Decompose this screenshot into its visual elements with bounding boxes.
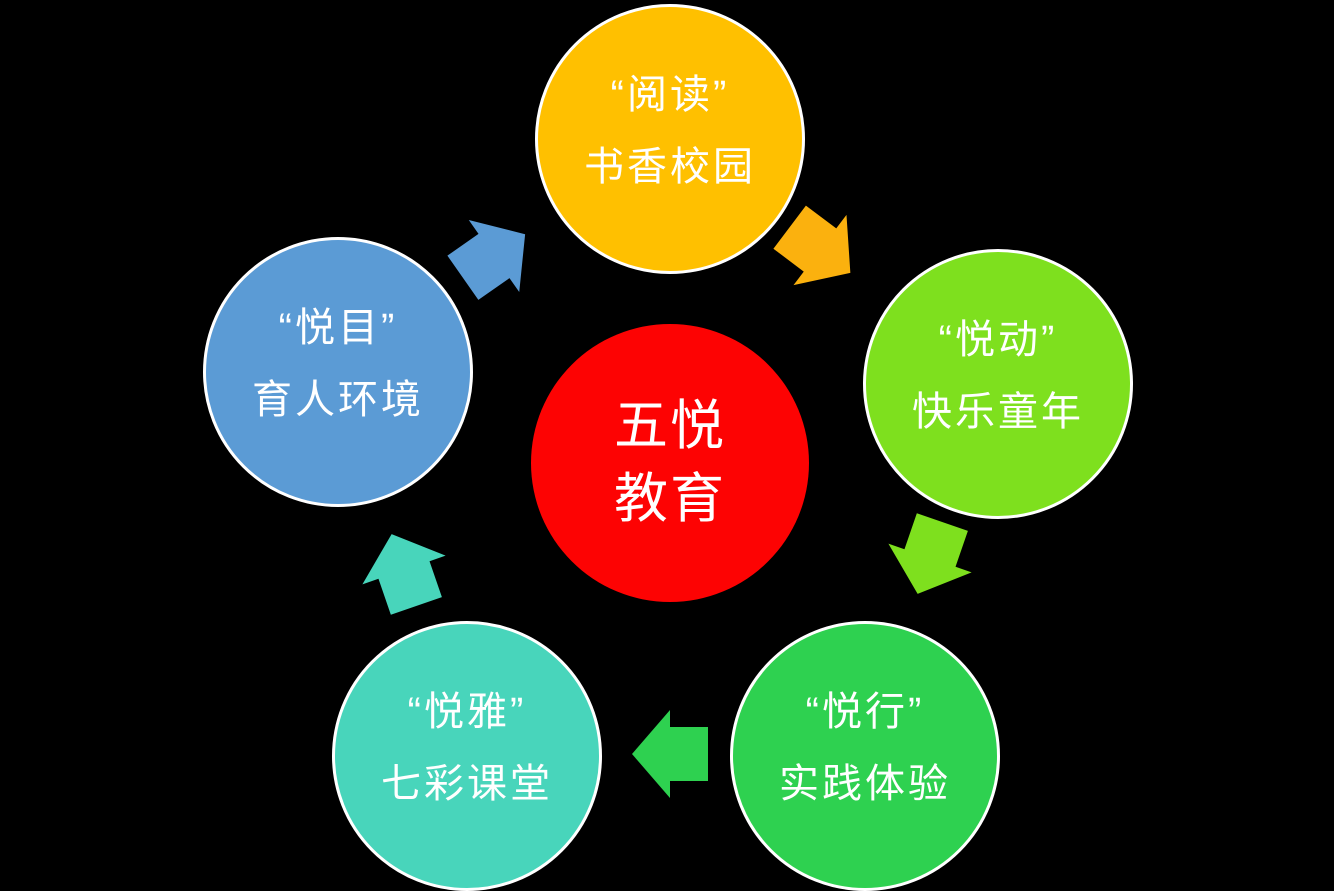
node-yuexing-subtitle: 实践体验: [779, 762, 951, 806]
node-yuexing-term: “悦行”: [805, 690, 925, 734]
node-yuexing-label: “悦行” 实践体验: [779, 690, 951, 806]
node-yuedong-subtitle: 快乐童年: [912, 390, 1084, 434]
node-yueya-label: “悦雅” 七彩课堂: [381, 690, 553, 806]
node-yuexing: “悦行” 实践体验: [730, 621, 1000, 891]
block-arrow-up-left-icon: [362, 534, 446, 615]
node-yueya-term: “悦雅”: [407, 690, 527, 734]
node-reading-label: “阅读” 书香校园: [584, 73, 756, 189]
block-arrow-down-right-icon: [773, 205, 851, 286]
block-arrow-left-icon: [632, 710, 708, 798]
center-node-wuyue-jiaoyu: 五悦 教育: [531, 324, 809, 602]
node-yuemu-subtitle: 育人环境: [252, 378, 424, 422]
node-yuemu-term: “悦目”: [278, 306, 398, 350]
block-arrow-up-right-icon: [447, 219, 526, 300]
node-reading: “阅读” 书香校园: [535, 4, 805, 274]
node-yuemu-label: “悦目” 育人环境: [252, 306, 424, 422]
node-yuedong-label: “悦动” 快乐童年: [912, 318, 1084, 434]
center-node-label: 五悦 教育: [614, 395, 726, 530]
node-yuedong-term: “悦动”: [938, 318, 1058, 362]
node-yuedong: “悦动” 快乐童年: [863, 249, 1133, 519]
block-arrow-down-left-icon: [888, 513, 972, 594]
center-node-line1: 五悦: [614, 395, 726, 456]
node-yuemu: “悦目” 育人环境: [203, 237, 473, 507]
node-yueya: “悦雅” 七彩课堂: [332, 621, 602, 891]
node-reading-term: “阅读”: [610, 73, 730, 117]
node-reading-subtitle: 书香校园: [584, 145, 756, 189]
center-node-line2: 教育: [614, 469, 726, 529]
node-yueya-subtitle: 七彩课堂: [381, 762, 553, 806]
